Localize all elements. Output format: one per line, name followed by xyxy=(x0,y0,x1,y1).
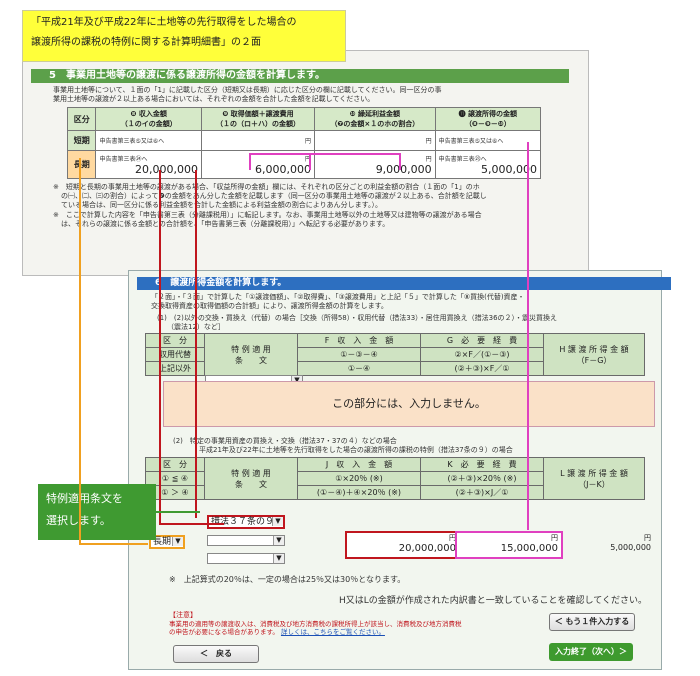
row-short: 短期 xyxy=(66,130,97,151)
joubun-select-value: 措法３７条の９ xyxy=(211,517,275,527)
short-ref-2: 申告書第三表⑤又は⑥へ xyxy=(438,138,504,145)
magenta-connector-1 xyxy=(249,153,311,170)
select-callout-line2: 選択します。 xyxy=(46,514,111,527)
table2: 区 分 特 例 適 用 条 文 J 収 入 金 額 K 必 要 経 費 L 譲 … xyxy=(145,457,645,500)
chevron-down-icon: ▼ xyxy=(273,536,284,545)
not-input-overlay: この部分には、入力しません。 xyxy=(163,381,655,427)
section6-sub2: (2) 特定の事業用資産の買換え・交換（措法37・37の４）などの場合 xyxy=(173,437,397,445)
short-cost-cell: 円 xyxy=(201,130,315,151)
t1-G: G 必 要 経 費 xyxy=(420,333,544,348)
back-button[interactable]: ＜ 戻る xyxy=(173,645,259,663)
t2-K2: (②＋③)×J／① xyxy=(420,485,544,500)
short-ref: 申告書第三表⑤又は⑥へ xyxy=(99,138,165,145)
long-deferred-value: 9,000,000 xyxy=(375,162,432,176)
attention2: の申告が必要になる場合があります。 詳しくは、こちらをご覧ください。 xyxy=(169,628,385,637)
L-value: 5,000,000 xyxy=(610,543,651,552)
J-input[interactable]: 20,000,000 xyxy=(398,543,456,554)
section6-intro2: 交換取得資産の取得価額の合計額」により、譲渡所得金額の計算をします。 xyxy=(151,302,388,310)
row-long: 長期 xyxy=(66,150,97,179)
t1-F1: ①－③－④ xyxy=(297,347,421,362)
section5-table: 区分 ❽ 収入金額 （１のイの金額） ❾ 取得価額＋譲渡費用 （１の（ロ＋ハ）の… xyxy=(66,107,542,179)
yen-label: 円 xyxy=(425,138,432,145)
joubun-select-3[interactable]: ▼ xyxy=(207,553,285,564)
chevron-down-icon: ▼ xyxy=(172,537,183,546)
long-result-cell: 申告書第三表㉓へ 5,000,000 xyxy=(434,150,542,179)
attention1: 事業用の適用等の譲渡収入は、消費税及び地方消費税の課税所得上が該当し、消費税及び… xyxy=(169,620,462,628)
long-ref: 申告書第三表㉔へ xyxy=(99,155,148,163)
kubun-select-value: 長期 xyxy=(153,537,172,547)
chevron-down-icon: ▼ xyxy=(272,517,283,526)
section5-intro2: 業用土地等の譲渡が２以上ある場合においては、それぞれの金額を合計した金額を記載し… xyxy=(53,95,375,103)
long-cost-value: 6,000,000 xyxy=(255,162,311,176)
section6-intro1: 「２面」・「３面」で計算した「①譲渡価額」、「②取得費」、「③譲渡費用」と上記「… xyxy=(151,293,525,301)
note4: ※ ここで計算した内容を「申告書第三表（分離課税用）」に転記します。なお、事業用… xyxy=(53,211,482,219)
title-callout-line1: 「平成21年及び平成22年に土地等の先行取得をした場合の xyxy=(31,17,297,28)
note3: ている場合は、同一区分に係る利益金額を合計した金額による利益金額の割合によりあん… xyxy=(61,201,382,209)
yen-label: 円 xyxy=(551,534,558,542)
joubun-select[interactable]: 措法３７条の９▼ xyxy=(207,515,285,529)
t1-F2: ①－④ xyxy=(297,361,421,376)
section6-sub2b: 平成21年及び22年に土地等を先行取得をした場合の譲渡所得の課税の特例（措法37… xyxy=(199,446,513,454)
note2: の㈠、㈡、㈢の割合）によって❼の金額をあん分した金額を記載します（同一区分の事業… xyxy=(61,192,487,200)
joubun-select-2[interactable]: ▼ xyxy=(207,535,285,546)
t2-J: J 収 入 金 額 xyxy=(297,457,421,472)
note5: は、それらの譲渡に係る金額との合計額を、「申告書第三表（分離課税用）」へ転記する… xyxy=(61,220,390,228)
section6-sub1: (1) (2)以外の交換・買換え（代替）の場合［交換（所得58）・収用代替（措法… xyxy=(157,314,558,322)
title-callout-line2: 譲渡所得の課税の特例に関する計算明細書」の２面 xyxy=(31,37,261,48)
section6-heading: 6 譲渡所得金額を計算します。 xyxy=(137,277,671,290)
short-income-cell: 申告書第三表⑤又は⑥へ xyxy=(95,130,203,151)
yen-label: 円 xyxy=(449,534,456,542)
footnote: ※ 上記算式の20％は、一定の場合は25％又は30％となります。 xyxy=(169,575,406,584)
section6-panel: 6 譲渡所得金額を計算します。 「２面」・「３面」で計算した「①譲渡価額」、「②… xyxy=(128,270,671,670)
yen-label: 円 xyxy=(304,155,311,163)
col-deferred-header: ❿ 繰延利益金額 （❼の金額×１のホの割合） xyxy=(314,107,436,131)
long-ref2: 申告書第三表㉓へ xyxy=(438,155,487,163)
L-field-box: 円 5,000,000 xyxy=(577,533,651,552)
section5-intro1: 事業用土地等について、１面の「1」に記載した区分（短期又は長期）に応じた区分の欄… xyxy=(53,86,442,94)
t2-K: K 必 要 経 費 xyxy=(420,457,544,472)
long-income-value: 20,000,000 xyxy=(135,162,199,176)
finish-button[interactable]: 入力終了（次へ）＞ xyxy=(549,643,633,661)
select-callout: 特例適用条文を 選択します。 xyxy=(38,484,156,540)
t2-joubun: 特 例 適 用 条 文 xyxy=(204,457,298,500)
t1-G1: ②×F／(①－③) xyxy=(420,347,544,362)
t2-L: L 譲 渡 所 得 金 額 （J－K） xyxy=(543,457,645,500)
yen-label: 円 xyxy=(425,155,432,163)
chevron-down-icon: ▼ xyxy=(273,554,284,563)
J-field-box: 円 20,000,000 xyxy=(345,531,461,559)
note1: ※ 短期と長期の事業用土地等の譲渡がある場合、「収益所得の金額」欄には、それぞれ… xyxy=(53,183,480,191)
long-income-cell: 申告書第三表㉔へ 20,000,000 xyxy=(95,150,203,179)
section5-panel: 5 事業用土地等の譲渡に係る譲渡所得の金額を計算します。 事業用土地等について、… xyxy=(22,50,589,276)
col-result-header: ⓫ 譲渡所得の金額 （❽－❾－❿） xyxy=(434,107,542,131)
section5-heading: 5 事業用土地等の譲渡に係る譲渡所得の金額を計算します。 xyxy=(31,69,569,83)
t1-joubun: 特 例 適 用 条 文 xyxy=(204,333,298,376)
short-deferred-cell: 円 xyxy=(314,130,436,151)
t2-J2: (①－④)＋④×20％ (※) xyxy=(297,485,421,500)
yen-label: 円 xyxy=(304,138,311,145)
orange-connector xyxy=(79,158,148,545)
title-callout: 「平成21年及び平成22年に土地等の先行取得をした場合の 譲渡所得の課税の特例に… xyxy=(22,10,346,62)
K-input[interactable]: 15,000,000 xyxy=(500,543,558,554)
table1: 区 分 特 例 適 用 条 文 F 収 入 金 額 G 必 要 経 費 H 譲 … xyxy=(145,333,645,376)
attention2-text: の申告が必要になる場合があります。 xyxy=(169,628,279,636)
attention-link[interactable]: 詳しくは、こちらをご覧ください。 xyxy=(280,628,385,636)
K-field-box: 円 15,000,000 xyxy=(455,531,563,559)
t1-G2: (②＋③)×F／① xyxy=(420,361,544,376)
long-result-value: 5,000,000 xyxy=(481,162,537,176)
add-another-button[interactable]: ＜ もう１件入力する xyxy=(549,613,635,631)
red-connector-1 xyxy=(159,170,224,525)
t2-J1: ①×20％ (※) xyxy=(297,471,421,486)
yen-label: 円 xyxy=(644,534,651,542)
col-income-header: ❽ 収入金額 （１のイの金額） xyxy=(95,107,203,131)
chevron-down-icon: ▼ xyxy=(291,376,302,385)
t1-H: H 譲 渡 所 得 金 額 （F－G） xyxy=(543,333,645,376)
confirm-text: H又はLの金額が作成された内訳書と一致していることを確認してください。 xyxy=(339,596,647,606)
col-kubun: 区分 xyxy=(66,107,97,131)
attention-title: 【注意】 xyxy=(169,611,197,619)
kubun-select[interactable]: 長期▼ xyxy=(149,535,185,549)
select-callout-line1: 特例適用条文を xyxy=(46,492,123,505)
magenta-connector-2 xyxy=(310,153,401,170)
